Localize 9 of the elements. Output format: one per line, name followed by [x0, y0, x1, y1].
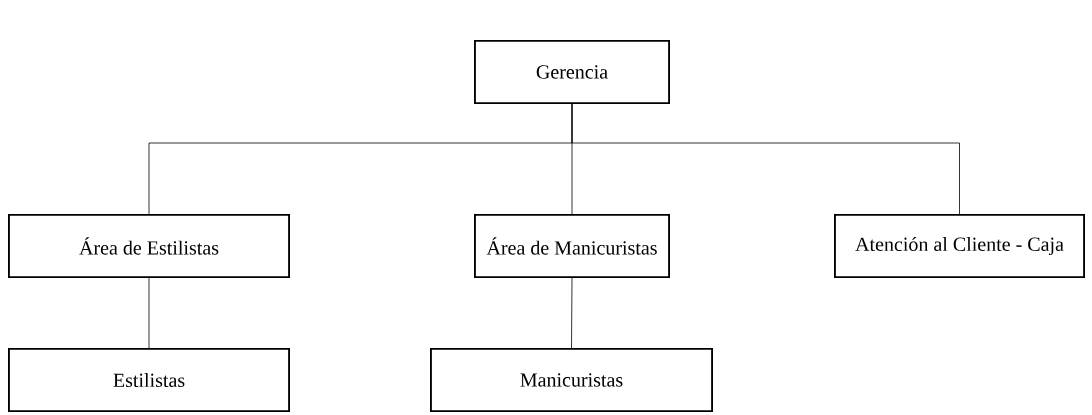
org-box: Área de Manicuristas [474, 214, 670, 278]
org-box: Gerencia [474, 40, 670, 104]
connector-line [571, 103, 960, 215]
org-box: Atención al Cliente - Caja [834, 214, 1085, 278]
org-box: Manicuristas [430, 348, 713, 412]
org-box: Estilistas [8, 348, 290, 412]
org-box: Área de Estilistas [8, 214, 290, 278]
connector-line [571, 277, 573, 349]
connector-line [148, 277, 150, 349]
